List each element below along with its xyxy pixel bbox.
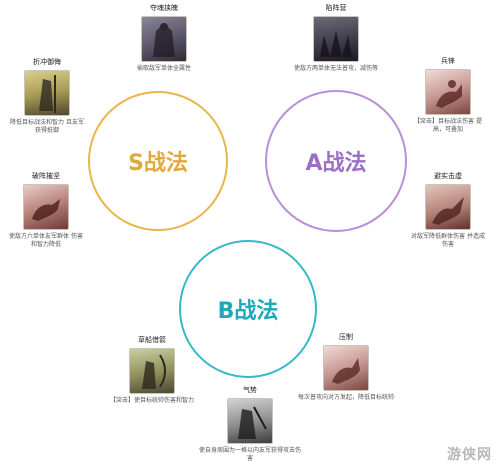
skill-desc: 降低目标战法和智力 且友军获得抵御 bbox=[10, 119, 84, 134]
robed-figure-icon bbox=[141, 16, 187, 62]
phalanx-icon bbox=[313, 16, 359, 62]
skill-card: 避实击虚 对敌军降低群体伤害 并造成伤害 bbox=[410, 172, 486, 249]
skill-card: 陷阵营 使敌方两单体无法普攻，减伤等 bbox=[290, 4, 382, 73]
b-tier-label: B战法 bbox=[217, 299, 279, 324]
skill-desc: 对敌军降低群体伤害 并造成伤害 bbox=[411, 233, 485, 248]
archer-icon bbox=[129, 348, 175, 394]
skill-name: 夺魂挟魄 bbox=[150, 4, 178, 12]
skill-name: 压制 bbox=[339, 333, 353, 341]
watermark-logo: 游侠网 bbox=[447, 447, 492, 463]
skill-desc: 【突击】使目标统帅伤害和智力 bbox=[109, 397, 194, 404]
skill-desc: 【突击】目标战法伤害 提高，可叠加 bbox=[414, 118, 482, 133]
skill-desc: 使敌方两单体无法普攻，减伤等 bbox=[293, 65, 378, 72]
cavalry-icon bbox=[23, 184, 69, 230]
a-tier-label: A战法 bbox=[305, 151, 367, 176]
a-tier-circle: A战法 bbox=[265, 90, 407, 232]
skill-card: 破阵摧坚 使敌方六单体友军群体 伤害和智力降低 bbox=[8, 172, 84, 249]
skill-card: 夺魂挟魄 偷取敌军单体全属性 bbox=[122, 4, 206, 73]
s-tier-label: S战法 bbox=[128, 151, 188, 176]
skill-name: 折冲御侮 bbox=[33, 58, 61, 66]
skill-name: 避实击虚 bbox=[434, 172, 462, 180]
skill-desc: 每次普攻向对方发起，降低目标统帅 bbox=[298, 394, 395, 401]
skill-name: 陷阵营 bbox=[325, 4, 347, 12]
skill-name: 草船借箭 bbox=[138, 336, 166, 344]
skill-card: 兵锋 【突击】目标战法伤害 提高，可叠加 bbox=[410, 57, 486, 134]
skill-card: 压制 每次普攻向对方发起，降低目标统帅 bbox=[298, 333, 394, 402]
skill-card: 折冲御侮 降低目标战法和智力 且友军获得抵御 bbox=[10, 58, 84, 135]
skill-card: 气势 使自身周围为一格以内友军获得攻击伤害 bbox=[198, 386, 302, 463]
skill-desc: 偷取敌军单体全属性 bbox=[136, 65, 191, 72]
skill-name: 气势 bbox=[243, 386, 257, 394]
horse-icon bbox=[323, 345, 369, 391]
charge-icon bbox=[425, 184, 471, 230]
skill-desc: 使自身周围为一格以内友军获得攻击伤害 bbox=[198, 447, 301, 462]
skill-name: 破阵摧坚 bbox=[32, 172, 60, 180]
b-tier-circle: B战法 bbox=[179, 240, 317, 378]
warrior-icon bbox=[24, 70, 70, 116]
skill-desc: 使敌方六单体友军群体 伤害和智力降低 bbox=[9, 233, 83, 248]
rider-icon bbox=[425, 69, 471, 115]
skill-card: 草船借箭 【突击】使目标统帅伤害和智力 bbox=[92, 336, 212, 405]
s-tier-circle: S战法 bbox=[88, 91, 228, 231]
skill-name: 兵锋 bbox=[441, 57, 455, 65]
brush-warrior-icon bbox=[227, 398, 273, 444]
